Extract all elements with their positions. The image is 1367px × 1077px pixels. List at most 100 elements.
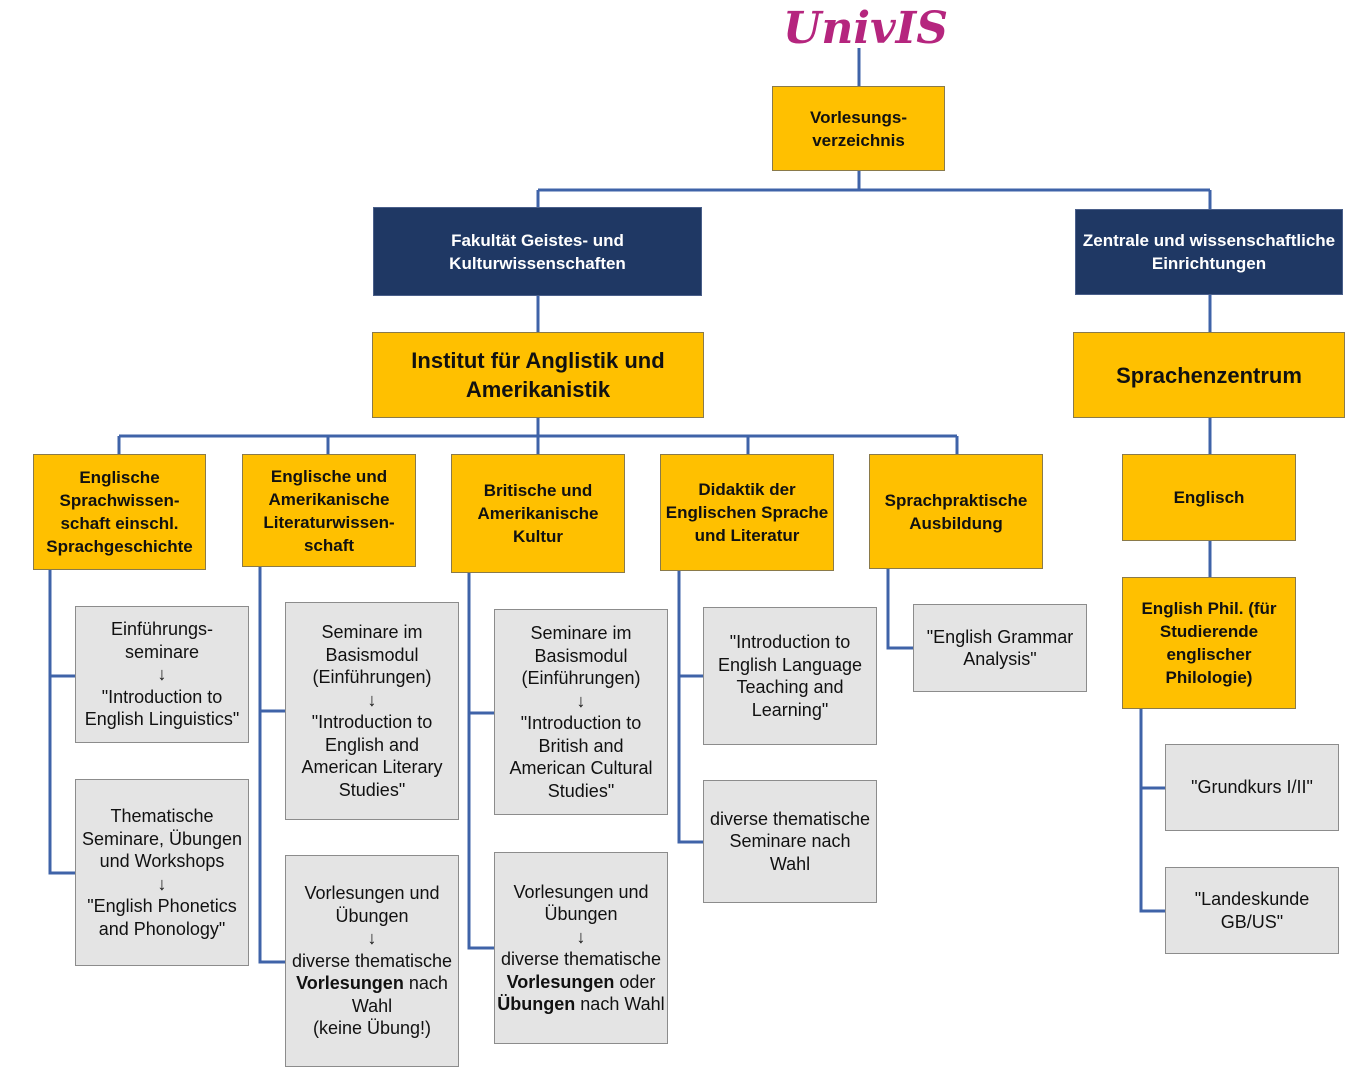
vorlesungsverzeichnis-line-2: verzeichnis <box>812 130 905 150</box>
arrow-down-icon: ↓ <box>576 690 586 711</box>
course-text-line: English Language <box>717 654 863 675</box>
department-literature-line: Amerikanische <box>268 489 390 509</box>
course-didactics-thematic[interactable]: diverse thematische Seminare nach Wahl <box>703 780 877 903</box>
course-text-line: Einführungs- <box>110 619 214 640</box>
department-linguistics-line: Englische <box>79 468 160 487</box>
course-grundkurs[interactable]: "Grundkurs I/II" <box>1165 744 1339 831</box>
department-linguistics[interactable]: Englische Sprachwissen- schaft einschl. … <box>33 454 206 570</box>
central-institutions-line-1: Zentrale und wissenschaftliche <box>1082 231 1336 250</box>
department-language-practice-line: Ausbildung <box>909 513 1003 533</box>
course-text-line: "English Phonetics <box>87 896 237 916</box>
course-text-line: Vorlesungen und <box>304 883 440 904</box>
institute-line-1: Institut für Anglistik und <box>411 348 665 373</box>
course-text-line: (Einführungen) <box>312 667 432 687</box>
course-text-line: and Phonology" <box>98 918 226 939</box>
english-box[interactable]: Englisch <box>1122 454 1296 541</box>
course-text-line: "Landeskunde <box>1194 889 1310 909</box>
course-grammar-analysis[interactable]: "English Grammar Analysis" <box>913 604 1087 692</box>
institute-box[interactable]: Institut für Anglistik und Amerikanistik <box>372 332 704 418</box>
course-culture-basis[interactable]: Seminare im Basismodul (Einführungen) ↓ … <box>494 609 668 815</box>
english-phil-box[interactable]: English Phil. (für Studierende englische… <box>1122 577 1296 709</box>
department-literature-line: Englische und <box>270 466 388 486</box>
arrow-down-icon: ↓ <box>367 928 377 949</box>
arrow-down-icon: ↓ <box>157 873 167 894</box>
language-center-box[interactable]: Sprachenzentrum <box>1073 332 1345 418</box>
course-text-line: Studies" <box>547 780 615 801</box>
course-text-line: Vorlesungen und <box>513 881 649 902</box>
course-text-line: Analysis" <box>963 649 1037 669</box>
course-text-line: (keine Übung!) <box>312 1018 432 1039</box>
course-text-line: GB/US" <box>1220 911 1284 932</box>
course-text-fragment: nach <box>403 973 448 994</box>
course-text-line: Übungen <box>335 905 409 926</box>
department-culture-line: Amerikanische <box>477 504 599 523</box>
arrow-down-icon: ↓ <box>576 926 586 947</box>
course-literature-lectures[interactable]: Vorlesungen und Übungen ↓ diverse themat… <box>285 855 459 1067</box>
course-text-line: American Literary <box>301 757 443 777</box>
course-text-line: "Introduction to <box>101 686 223 707</box>
course-text-line: Seminare nach <box>729 831 851 852</box>
course-text-line: Seminare im <box>321 622 423 642</box>
faculty-line-1: Fakultät Geistes- und <box>451 230 624 250</box>
central-institutions-box[interactable]: Zentrale und wissenschaftliche Einrichtu… <box>1075 209 1343 295</box>
department-language-practice[interactable]: Sprachpraktische Ausbildung <box>869 454 1043 569</box>
arrow-down-icon: ↓ <box>367 689 377 710</box>
course-culture-lectures[interactable]: Vorlesungen und Übungen ↓ diverse themat… <box>494 852 668 1044</box>
english-label: Englisch <box>1173 488 1245 507</box>
department-language-practice-line: Sprachpraktische <box>884 490 1028 510</box>
course-text-line: "Grundkurs I/II" <box>1191 777 1313 798</box>
faculty-box[interactable]: Fakultät Geistes- und Kulturwissenschaft… <box>373 207 702 296</box>
course-text-line: Seminare im <box>530 623 632 643</box>
course-text-line: diverse thematische <box>291 950 453 971</box>
course-text-line: English Linguistics" <box>84 709 240 730</box>
course-text-line: Wahl <box>769 853 811 874</box>
course-text-line: diverse thematische <box>709 808 871 829</box>
department-culture[interactable]: Britische und Amerikanische Kultur <box>451 454 625 573</box>
department-linguistics-line: Sprachgeschichte <box>46 537 193 556</box>
vorlesungsverzeichnis-line-1: Vorlesungs- <box>810 107 907 127</box>
course-text-line: "Introduction to <box>520 713 642 733</box>
course-literature-basis[interactable]: Seminare im Basismodul (Einführungen) ↓ … <box>285 602 459 820</box>
course-linguistics-intro[interactable]: Einführungs- seminare ↓ "Introduction to… <box>75 606 249 743</box>
course-didactics-intro[interactable]: "Introduction to English Language Teachi… <box>703 607 877 745</box>
course-text-fragment: oder <box>614 971 656 992</box>
course-text-line: "Introduction to <box>311 712 433 732</box>
vorlesungsverzeichnis-box[interactable]: Vorlesungs- verzeichnis <box>772 86 945 171</box>
course-text-line: "English Grammar <box>926 626 1074 647</box>
department-literature-line: Literaturwissen- <box>263 512 395 532</box>
department-culture-line: Kultur <box>512 527 564 546</box>
department-literature[interactable]: Englische und Amerikanische Literaturwis… <box>242 454 416 567</box>
course-text-line: Studies" <box>338 779 406 800</box>
course-text-line: diverse thematische <box>500 949 662 969</box>
course-text-line: Vorlesungen oder <box>507 971 656 994</box>
course-text-line: und Workshops <box>99 851 225 871</box>
course-text-line: seminare <box>124 641 200 662</box>
course-text-line: (Einführungen) <box>521 668 641 688</box>
course-text-line: Seminare, Übungen <box>81 828 243 849</box>
course-text-line: Übungen nach Wahl <box>497 993 664 1016</box>
department-linguistics-line: schaft einschl. <box>60 514 179 533</box>
course-text-line: Teaching and <box>736 677 844 697</box>
faculty-line-2: Kulturwissenschaften <box>449 253 626 273</box>
english-phil-line: Philologie) <box>1165 668 1253 687</box>
english-phil-line: englischer <box>1166 645 1252 664</box>
bold-term: Vorlesungen <box>296 973 404 994</box>
language-center-label: Sprachenzentrum <box>1116 362 1302 388</box>
department-didactics[interactable]: Didaktik der Englischen Sprache und Lite… <box>660 454 834 571</box>
course-text-line: Basismodul <box>325 644 419 665</box>
bold-term: Vorlesungen <box>506 971 615 992</box>
course-landeskunde[interactable]: "Landeskunde GB/US" <box>1165 867 1339 954</box>
course-text-line: Vorlesungen nach <box>296 972 448 995</box>
course-text-fragment: nach Wahl <box>575 994 665 1014</box>
course-text-line: Übungen <box>544 904 618 924</box>
department-didactics-line: Didaktik der <box>698 480 796 499</box>
arrow-down-icon: ↓ <box>157 664 167 685</box>
bold-term: Übungen <box>497 994 576 1014</box>
course-linguistics-thematic[interactable]: Thematische Seminare, Übungen und Worksh… <box>75 779 249 966</box>
univis-logo[interactable]: UnivIS <box>783 3 948 54</box>
institute-line-2: Amerikanistik <box>465 377 611 402</box>
english-phil-line: English Phil. (für <box>1141 599 1277 618</box>
central-institutions-line-2: Einrichtungen <box>1151 254 1267 273</box>
english-phil-line: Studierende <box>1159 622 1259 641</box>
